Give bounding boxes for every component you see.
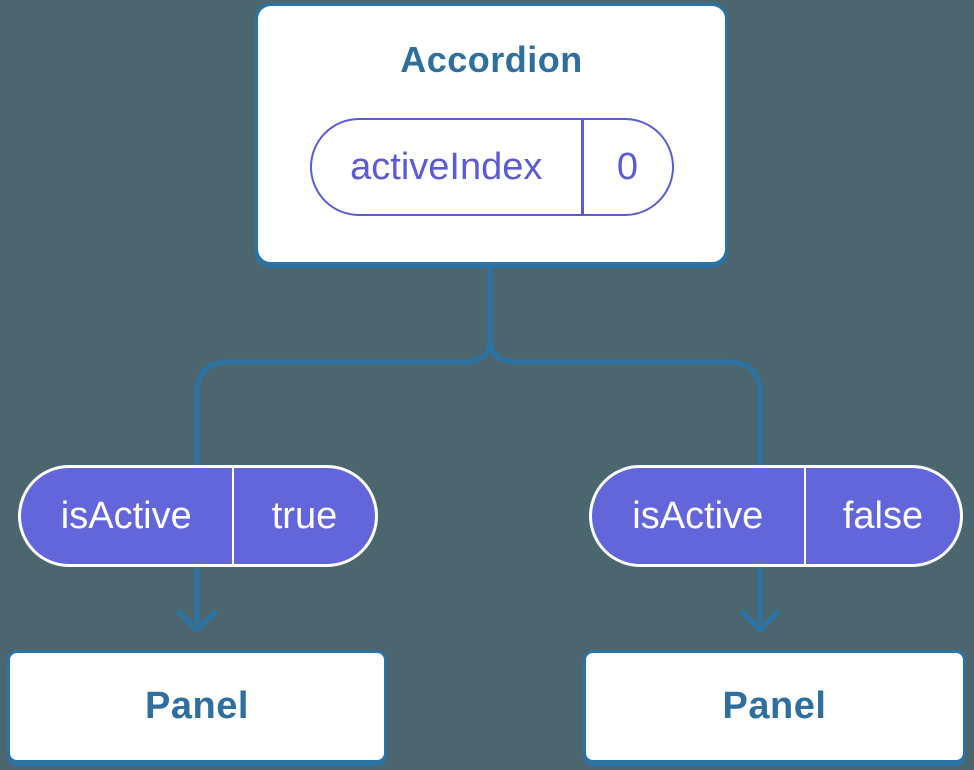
panel-node-left: Panel: [7, 650, 387, 763]
panel-title: Panel: [722, 685, 827, 727]
panel-node-right: Panel: [583, 650, 966, 763]
prop-pill-label: isActive: [632, 494, 764, 537]
left-branch-line: [194, 337, 493, 624]
prop-pill-isactive-false: isActive false: [589, 465, 963, 567]
state-pill-value: 0: [616, 145, 639, 188]
prop-pill-isactive-true: isActive true: [18, 465, 378, 567]
prop-pill-label: isActive: [60, 494, 192, 537]
panel-title: Panel: [145, 685, 249, 727]
left-down-arrow-icon: [176, 609, 218, 633]
state-pill-label: activeIndex: [350, 145, 543, 188]
prop-pill-divider: [803, 468, 806, 564]
state-pill-divider: [581, 120, 584, 214]
prop-pill-divider: [231, 468, 234, 564]
prop-pill-value: true: [271, 494, 338, 537]
right-down-arrow-icon: [739, 609, 781, 633]
accordion-node: Accordion activeIndex 0: [255, 3, 728, 265]
accordion-title: Accordion: [400, 39, 583, 80]
prop-pill-value: false: [842, 494, 924, 537]
right-branch-line: [487, 337, 763, 624]
state-pill: activeIndex 0: [309, 118, 674, 216]
